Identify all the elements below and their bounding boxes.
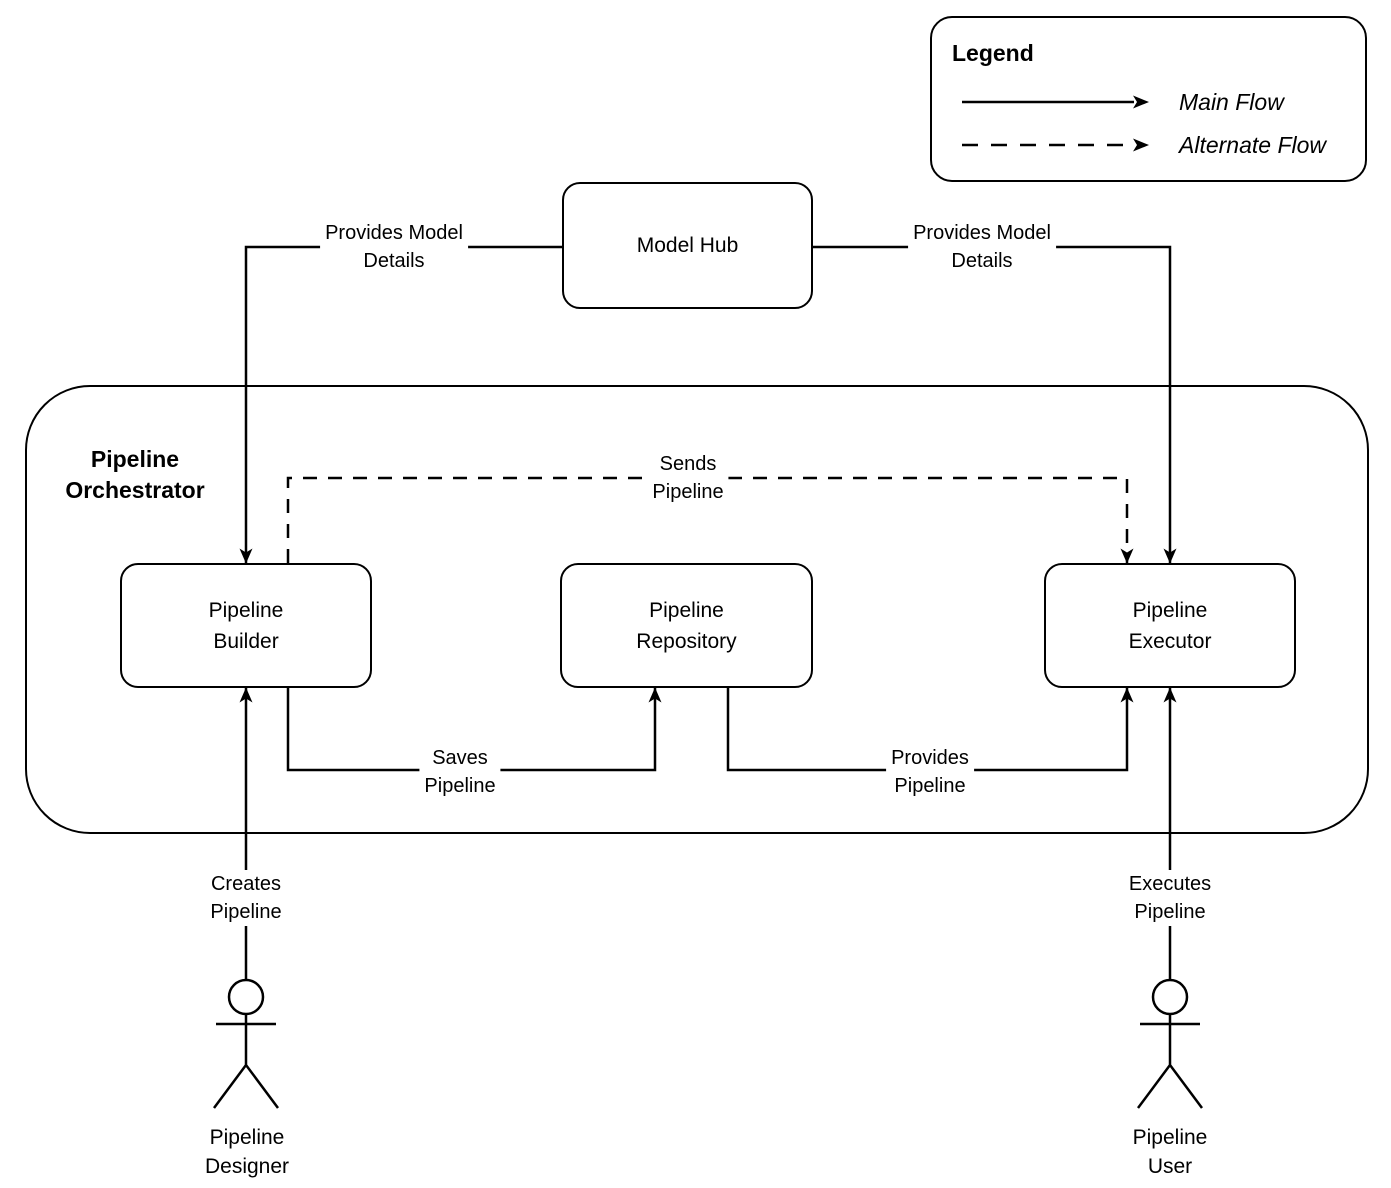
- edge-label-sends-pipeline: Sends Pipeline: [647, 450, 729, 506]
- edge-label-provides-model-details-right: Provides Model Details: [908, 219, 1056, 275]
- edge-provides-model-details-left-line: [239, 245, 562, 564]
- pipeline-repository-node: Pipeline Repository: [560, 563, 813, 688]
- edge-label-provides-pipeline: Provides Pipeline: [886, 744, 974, 800]
- pipeline-builder-node: Pipeline Builder: [120, 563, 372, 688]
- pipeline-designer-label: Pipeline Designer: [204, 1126, 290, 1178]
- alternate-flow-arrow-icon: [962, 138, 1149, 152]
- edge-label-creates-pipeline: Creates Pipeline: [205, 870, 287, 926]
- model-hub-node: Model Hub: [562, 182, 813, 309]
- pipeline-designer-actor-icon: [212, 978, 280, 1109]
- edge-label-executes-pipeline: Executes Pipeline: [1123, 870, 1217, 926]
- pipeline-executor-node: Pipeline Executor: [1044, 563, 1296, 688]
- legend-item-label: Alternate Flow: [1179, 131, 1327, 158]
- pipeline-user-actor-icon: [1136, 978, 1204, 1109]
- main-flow-arrow-icon: [962, 95, 1149, 109]
- legend-item-alternate-flow: Alternate Flow: [960, 131, 1326, 159]
- edge-provides-model-details-right-line: [812, 245, 1177, 564]
- edge-label-provides-model-details-left: Provides Model Details: [320, 219, 468, 275]
- legend-item-label: Main Flow: [1179, 88, 1284, 115]
- pipeline-user-label: Pipeline User: [1132, 1126, 1208, 1178]
- edge-label-saves-pipeline: Saves Pipeline: [419, 744, 501, 800]
- pipeline-orchestrator-label: Pipeline Orchestrator: [65, 446, 205, 503]
- legend-title: Legend: [952, 40, 1034, 66]
- pipeline-orchestrator-container: [25, 385, 1369, 834]
- legend-item-main-flow: Main Flow: [960, 88, 1284, 116]
- legend: Legend Main Flow Alternate Flow: [930, 16, 1367, 182]
